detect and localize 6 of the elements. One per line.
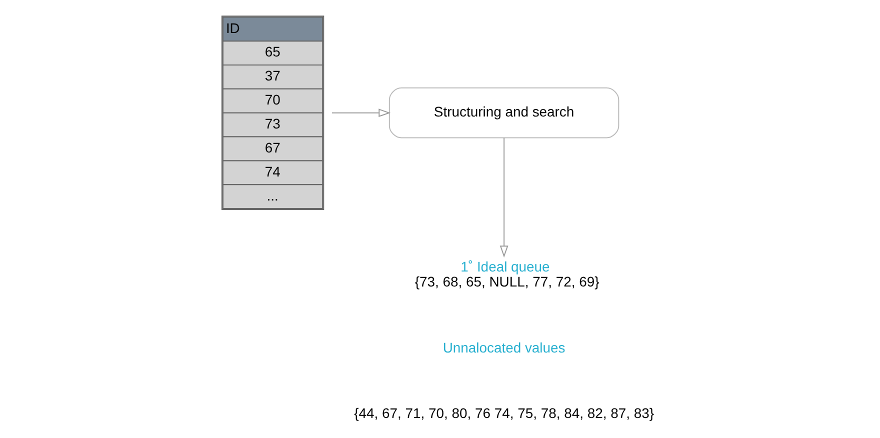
arrow bbox=[499, 137, 508, 258]
node-text: 1˚ Ideal queue {73, 68, 65, NULL, 77, 72, 69} bbox=[414, 258, 599, 290]
label: Unnalocated values bbox=[442, 339, 565, 356]
arrow bbox=[330, 108, 390, 118]
node-box: Structuring and search bbox=[388, 87, 619, 138]
label: {44, 67, 71, 70, 80, 76 74, 75, 78, 84, 82, 87, 83} bbox=[354, 405, 654, 422]
